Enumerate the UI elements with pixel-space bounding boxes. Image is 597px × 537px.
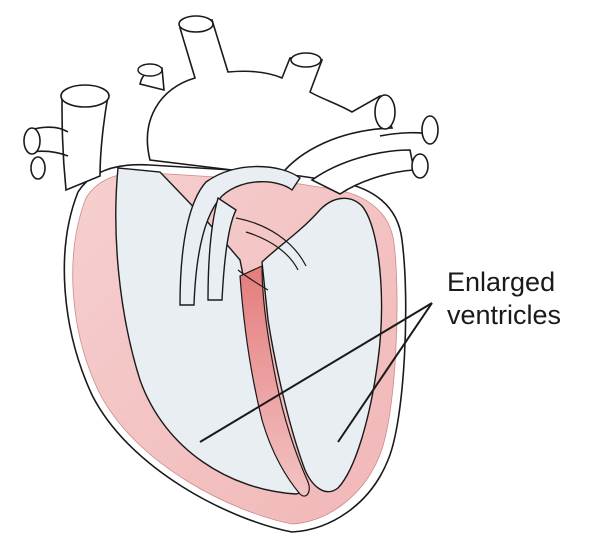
- left-atrium: [312, 150, 414, 194]
- subclavian-opening: [375, 95, 395, 129]
- brachiocephalic-opening: [138, 64, 162, 76]
- pulmonary-vein-right-opening-2: [412, 154, 428, 178]
- label-line-1: Enlarged: [447, 266, 561, 299]
- label-line-2: ventricles: [447, 299, 561, 332]
- enlarged-ventricles-label: Enlarged ventricles: [447, 266, 561, 332]
- aortic-arch: [147, 20, 392, 176]
- pulmonary-vein-left-opening-2: [31, 157, 45, 179]
- pulmonary-vein-left-opening: [24, 128, 40, 154]
- superior-vena-cava-opening: [61, 85, 109, 107]
- pulmonary-vein-right-opening: [422, 116, 438, 144]
- aorta-opening: [179, 16, 213, 32]
- carotid-opening: [291, 53, 321, 67]
